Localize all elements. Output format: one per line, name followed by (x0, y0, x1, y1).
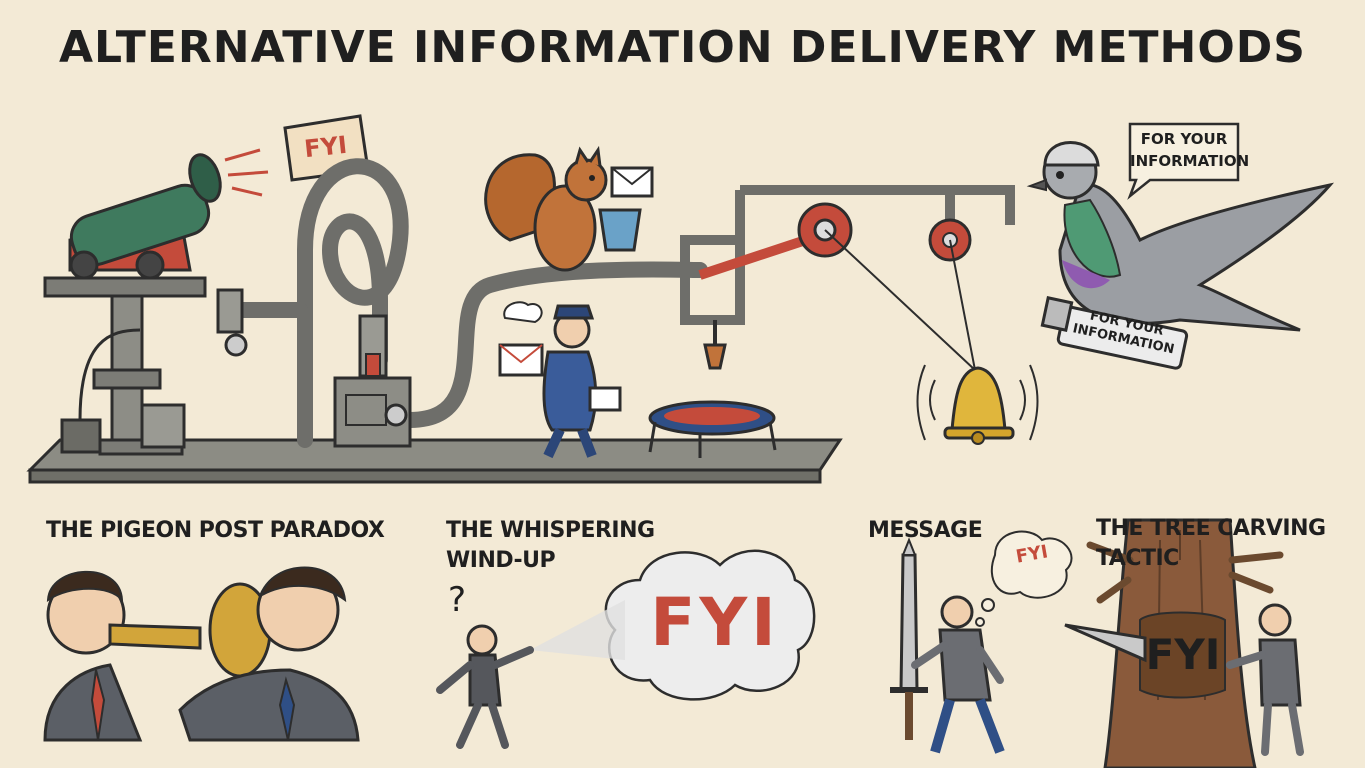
claw-arm (680, 235, 745, 370)
speech-box-text: FOR YOUR INFORMATION (1130, 128, 1250, 172)
speech-box-line-2: INFORMATION (1130, 152, 1250, 170)
pigeon-icon (1026, 141, 1335, 370)
whisper-man-icon (436, 624, 534, 749)
bell-icon (916, 364, 1039, 445)
swordsman-icon (911, 595, 1005, 754)
gear-box (216, 288, 412, 448)
whisper-cloud (530, 549, 816, 701)
thought-bubble (975, 530, 1073, 627)
speech-box (1127, 122, 1240, 200)
cannon-icon (43, 148, 269, 456)
machine-base-platform (26, 438, 843, 484)
trampoline-icon (648, 400, 777, 458)
whispering-line-1: THE WHISPERING (446, 518, 655, 543)
panel-label-tree-carving: THE TREE CARVING TACTIC (1096, 516, 1326, 571)
carver-icon (1226, 603, 1304, 756)
sword-icon (890, 537, 928, 740)
page-title: ALTERNATIVE INFORMATION DELIVERY METHODS (59, 22, 1306, 73)
cloud-fyi-text: FYI (650, 584, 780, 661)
fyi-flag-text: FYI (303, 131, 348, 163)
speech-box-line-1: FOR YOUR (1140, 130, 1228, 148)
tree-carving-fyi-text: FYI (1145, 630, 1221, 679)
panel-label-pigeon-post: THE PIGEON POST PARADOX (46, 518, 385, 543)
panel-label-whispering-wind-up: THE WHISPERING WIND-UP (446, 516, 655, 576)
pipes-and-gadgets (232, 158, 708, 448)
tree-icon (1064, 518, 1284, 768)
question-mark: ? (447, 580, 467, 620)
panel-label-message: MESSAGE (868, 518, 983, 543)
trumpet-scene (43, 566, 360, 742)
squirrel-icon (484, 145, 654, 272)
whispering-line-2: WIND-UP (446, 548, 556, 573)
postman-icon (498, 301, 622, 459)
pulley-rig (698, 185, 1015, 371)
